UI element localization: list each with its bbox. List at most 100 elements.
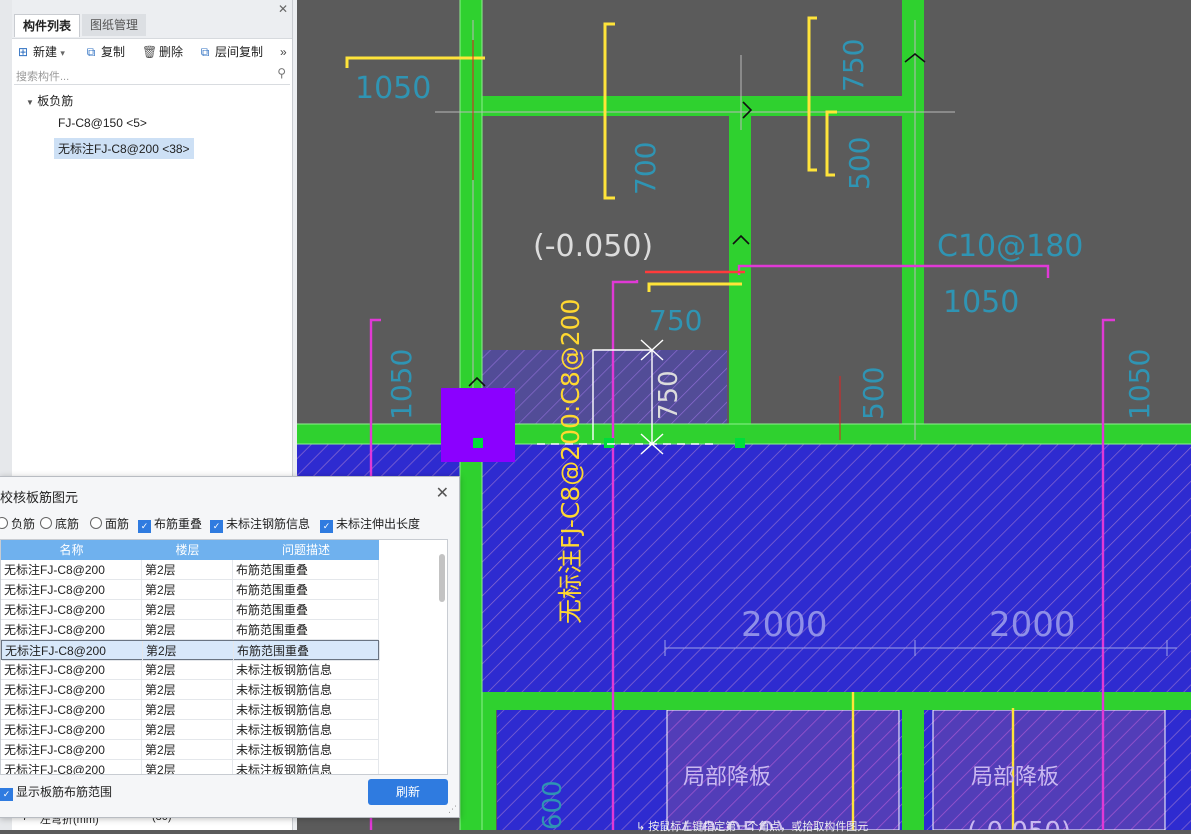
new-icon: ⊞	[17, 45, 29, 59]
dim-label: 1050	[355, 71, 431, 106]
table-cell-floor: 第2层	[142, 660, 233, 680]
red-marks	[472, 40, 841, 440]
dim-label: 750	[654, 370, 684, 420]
copy-button[interactable]: ⧉复制	[84, 42, 125, 62]
search-input[interactable]: 搜索构件...	[16, 71, 70, 83]
checkbox-overlap[interactable]: ✓布筋重叠	[138, 515, 202, 533]
elevation-label: (-0.050)	[967, 817, 1071, 830]
checkbox-unlabeled-info[interactable]: ✓未标注钢筋信息	[210, 515, 310, 533]
rebar-yellow[interactable]	[345, 16, 837, 292]
close-icon[interactable]: ✕	[435, 485, 449, 502]
tree-item[interactable]: FJ-C8@150 <5>	[58, 116, 147, 130]
rebar-spec-label: C10@180	[937, 229, 1083, 264]
grip-points[interactable]	[473, 438, 745, 448]
rebar-name-label: 无标注FJ-C8@200:C8@200	[556, 299, 585, 624]
table-cell-floor: 第2层	[142, 560, 233, 580]
panel-tabbar: 构件列表 图纸管理 ✕	[12, 0, 292, 39]
tab-drawing-management[interactable]: 图纸管理	[82, 14, 147, 36]
table-cell-floor: 第2层	[142, 700, 233, 720]
search-icon[interactable]: ⚲	[277, 66, 286, 80]
collapse-icon[interactable]: ▼	[26, 98, 34, 107]
rebar-yellow-vertical[interactable]	[851, 692, 1015, 830]
dimension-lines	[664, 640, 1177, 656]
table-cell-name: 无标注FJ-C8@200	[2, 641, 143, 661]
checkbox-checked-icon[interactable]: ✓	[0, 788, 13, 801]
dim-label: 500	[857, 367, 890, 420]
scrollbar-thumb[interactable]	[439, 554, 445, 602]
resize-grip-icon[interactable]: ⋰	[448, 804, 457, 814]
table-cell-issue: 布筋范围重叠	[233, 560, 379, 580]
floor-copy-icon: ⧉	[200, 45, 210, 59]
checkbox-unlabeled-extension[interactable]: ✓未标注伸出长度	[320, 515, 420, 533]
table-cell-issue: 未标注板钢筋信息	[233, 680, 379, 700]
show-range-checkbox[interactable]: ✓显示板筋布筋范围	[0, 783, 112, 801]
refresh-button[interactable]: 刷新	[368, 779, 448, 805]
radio-bottom[interactable]: 底筋	[40, 515, 79, 533]
new-button[interactable]: ⊞新建 ▾	[16, 42, 65, 62]
table-cell-issue: 布筋范围重叠	[233, 580, 379, 600]
elevation-label: (-0.050)	[681, 817, 785, 830]
selection-box	[537, 339, 717, 455]
radio-icon[interactable]	[40, 517, 52, 529]
table-cell-issue: 布筋范围重叠	[233, 620, 379, 640]
table-cell-name: 无标注FJ-C8@200	[1, 560, 142, 580]
table-cell-floor: 第2层	[143, 641, 234, 661]
tree-item-selected[interactable]: 无标注FJ-C8@200 <38>	[54, 138, 194, 159]
dim-label: 700	[629, 142, 662, 195]
table-cell-issue: 未标注板钢筋信息	[233, 660, 379, 680]
left-panel: 构件列表 图纸管理 ✕ ⊞新建 ▾ ⧉复制 🗑删除 ⧉层间复制 » 搜索构件..…	[0, 0, 297, 830]
radio-icon[interactable]	[90, 517, 102, 529]
slab-label: 局部降板	[971, 765, 1059, 790]
table-cell-issue: 未标注板钢筋信息	[233, 700, 379, 720]
more-icon[interactable]: »	[280, 45, 287, 59]
radio-top[interactable]: 面筋	[90, 515, 129, 533]
copy-icon: ⧉	[86, 45, 96, 59]
column-header-floor[interactable]: 楼层	[142, 540, 234, 560]
table-cell-name: 无标注FJ-C8@200	[1, 700, 142, 720]
table-cell-floor: 第2层	[142, 760, 233, 774]
local-drop-hatch-a	[667, 710, 899, 830]
delete-button[interactable]: 🗑删除	[142, 42, 183, 62]
table-cell-floor: 第2层	[142, 620, 233, 640]
trash-icon: 🗑	[142, 45, 158, 59]
column-header-issue[interactable]: 问题描述	[233, 540, 380, 560]
table-cell-name: 无标注FJ-C8@200	[1, 660, 142, 680]
radio-negative[interactable]: 负筋	[0, 515, 35, 533]
dim-label: 750	[649, 304, 702, 337]
search-box[interactable]: 搜索构件... ⚲	[14, 66, 290, 85]
checkbox-checked-icon[interactable]: ✓	[138, 520, 151, 533]
tab-component-list[interactable]: 构件列表	[14, 14, 81, 37]
dim-label: 600	[538, 780, 568, 830]
table-cell-issue: 布筋范围重叠	[233, 600, 379, 620]
dim-label: 750	[837, 39, 870, 92]
radio-icon[interactable]	[0, 517, 8, 529]
table-cell-issue: 未标注板钢筋信息	[233, 740, 379, 760]
tree-node-root[interactable]: ▼ 板负筋	[26, 94, 74, 108]
checkbox-checked-icon[interactable]: ✓	[320, 520, 333, 533]
table-cell-name: 无标注FJ-C8@200	[1, 720, 142, 740]
column-header-name[interactable]: 名称	[1, 540, 143, 560]
table-cell-name: 无标注FJ-C8@200	[1, 580, 142, 600]
chevron-down-icon: ▾	[60, 48, 65, 58]
cursor-icon: ↳	[636, 821, 646, 833]
table-cell-floor: 第2层	[142, 580, 233, 600]
beam-group[interactable]	[297, 0, 1191, 830]
selected-element[interactable]	[441, 388, 515, 462]
checkbox-checked-icon[interactable]: ✓	[210, 520, 223, 533]
close-icon[interactable]: ✕	[277, 2, 288, 16]
floor-copy-button[interactable]: ⧉层间复制	[198, 42, 263, 62]
check-rebar-dialog: 校核板筋图元 ✕ 负筋 底筋 面筋 ✓布筋重叠 ✓未标注钢筋信息 ✓未标注伸出长…	[0, 476, 460, 818]
status-hint: ↳ 按鼠标左键指定第一个角点，或拾取构件图元	[636, 821, 869, 833]
